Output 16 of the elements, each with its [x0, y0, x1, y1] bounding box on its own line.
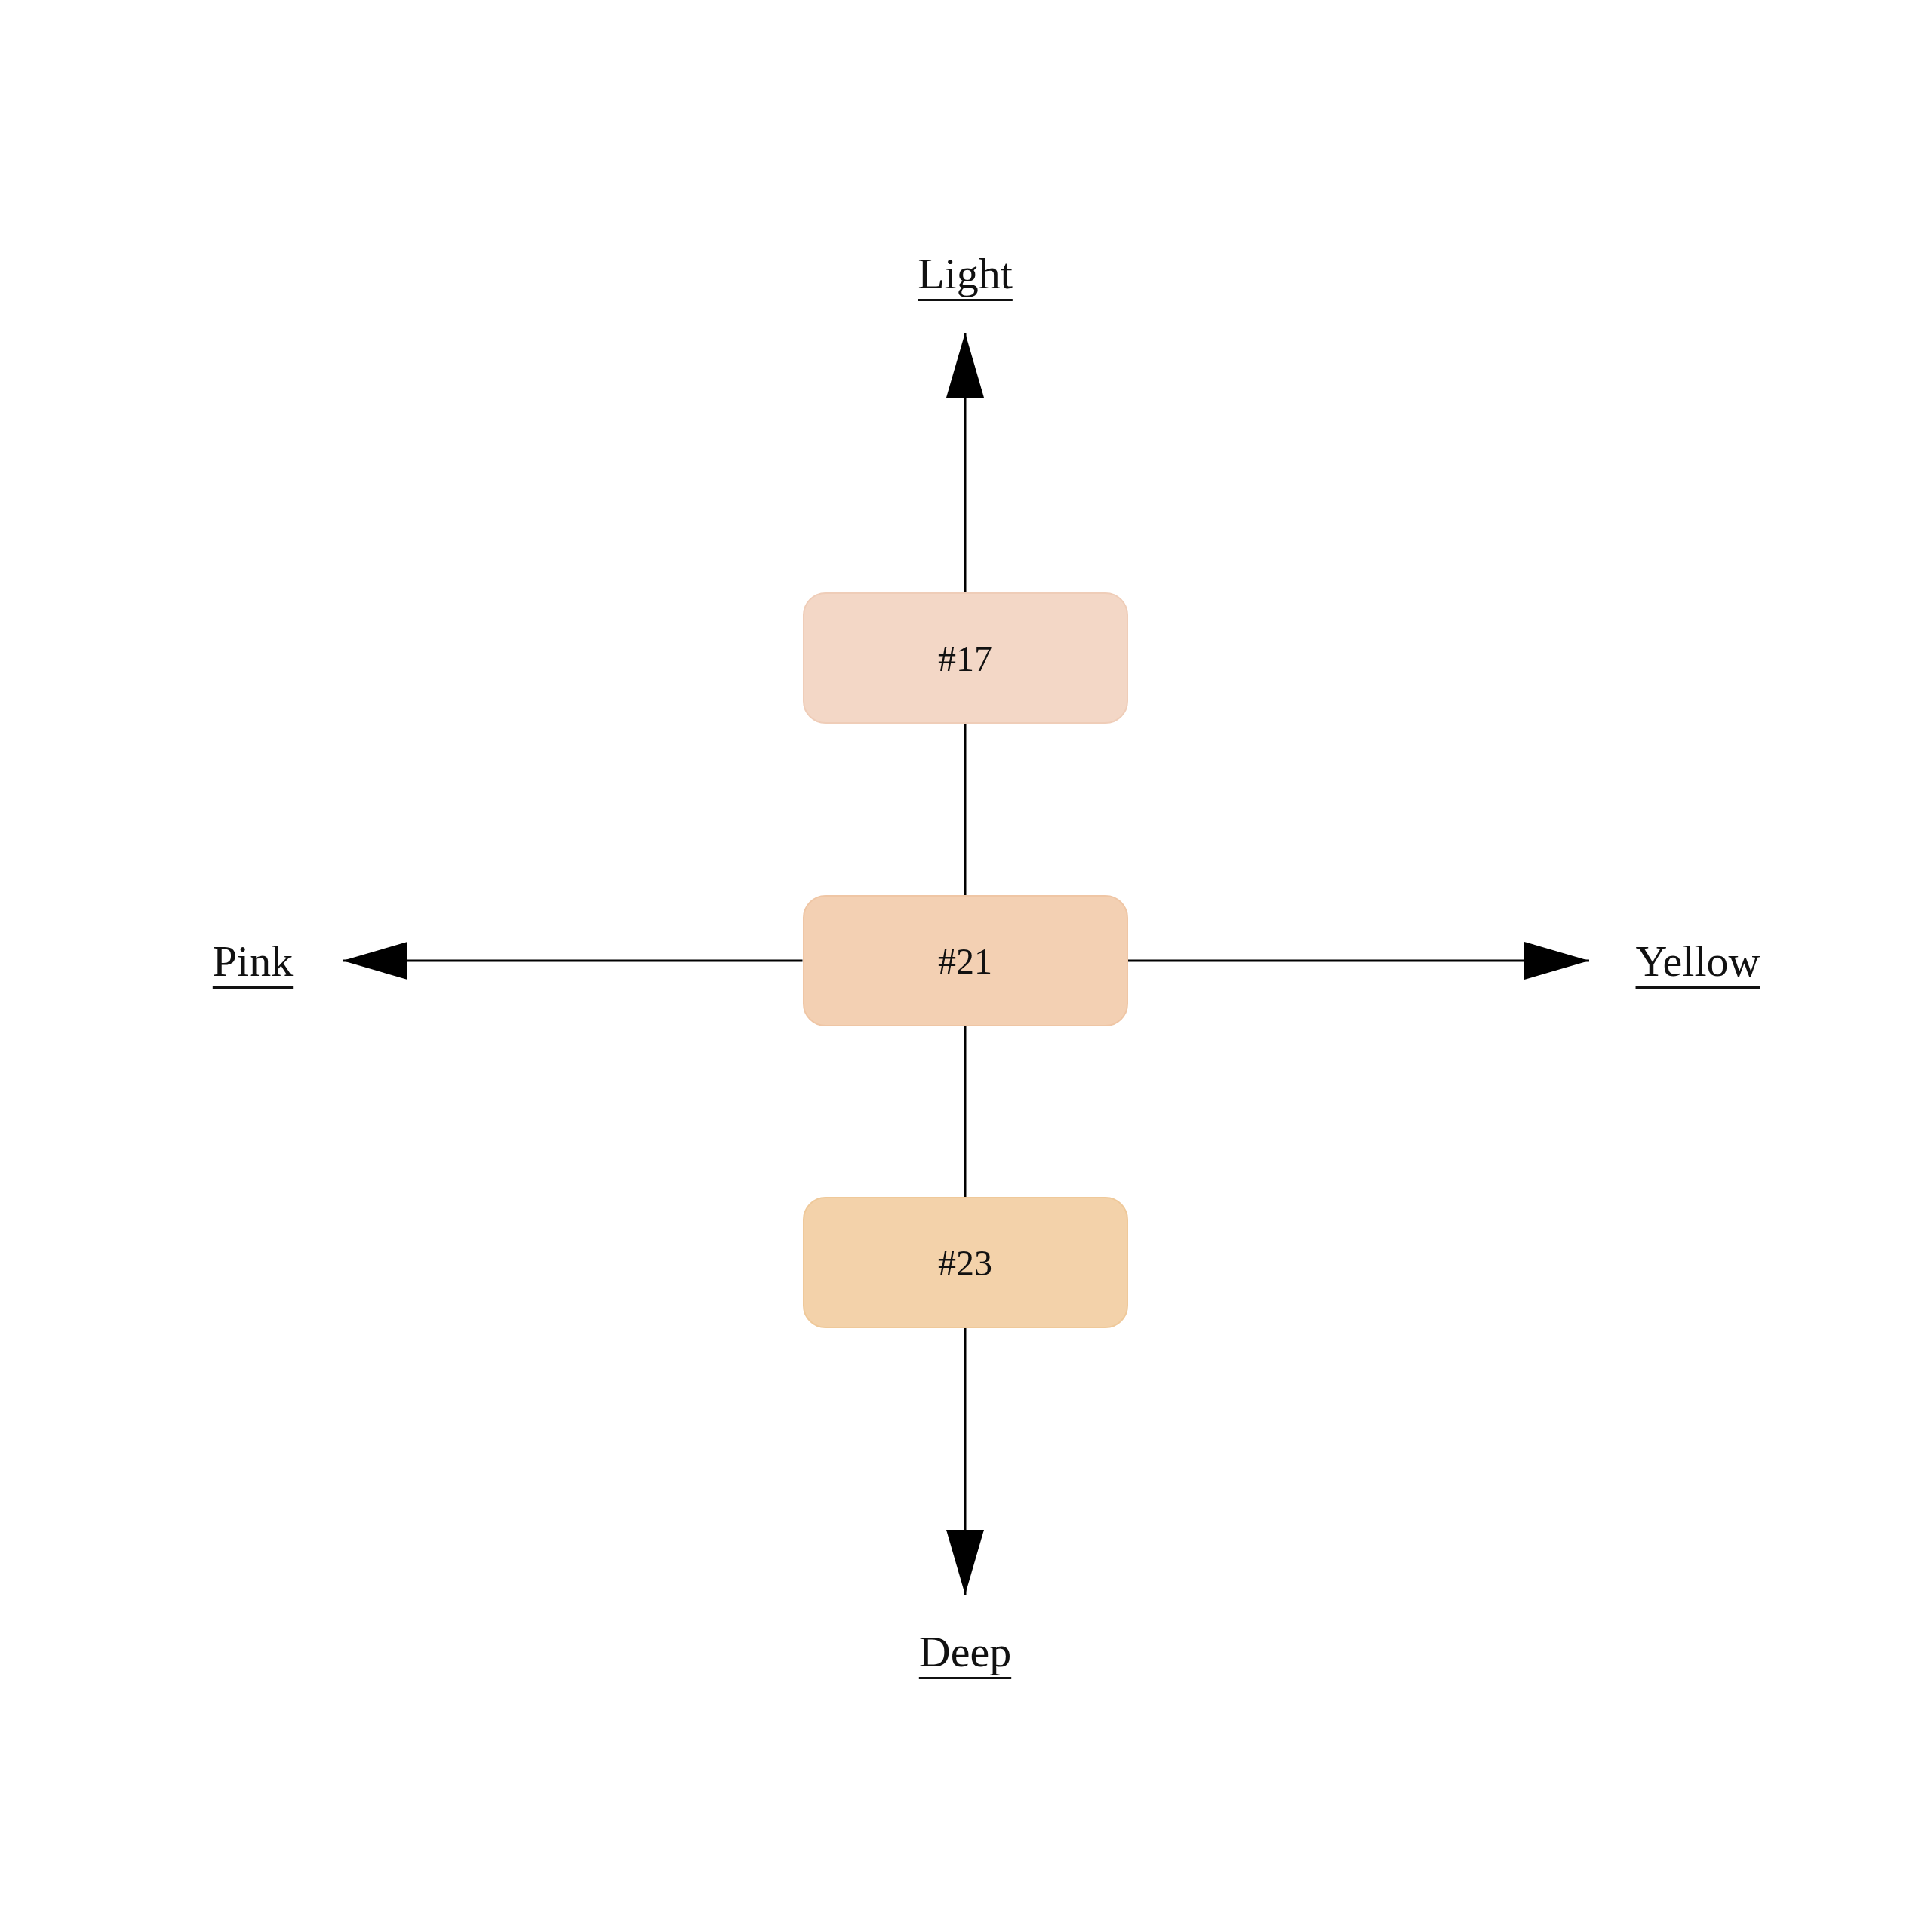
shade-label: #23 [938, 1241, 992, 1284]
arrow [1127, 942, 1589, 980]
shade-box [802, 1197, 1128, 1328]
axis-label: Yellow [1635, 935, 1760, 986]
axis-label: Pink [212, 935, 294, 986]
connector-line [964, 1026, 967, 1197]
arrow [343, 942, 803, 980]
arrow [946, 1328, 984, 1595]
axis-label: Light [918, 248, 1013, 299]
axis-label: Deep [918, 1626, 1012, 1677]
shade-box [802, 592, 1128, 724]
shade-box [802, 895, 1128, 1026]
connector-line [964, 724, 967, 895]
shade-label: #21 [938, 940, 992, 982]
arrow [946, 333, 984, 592]
shade-label: #17 [938, 637, 992, 679]
